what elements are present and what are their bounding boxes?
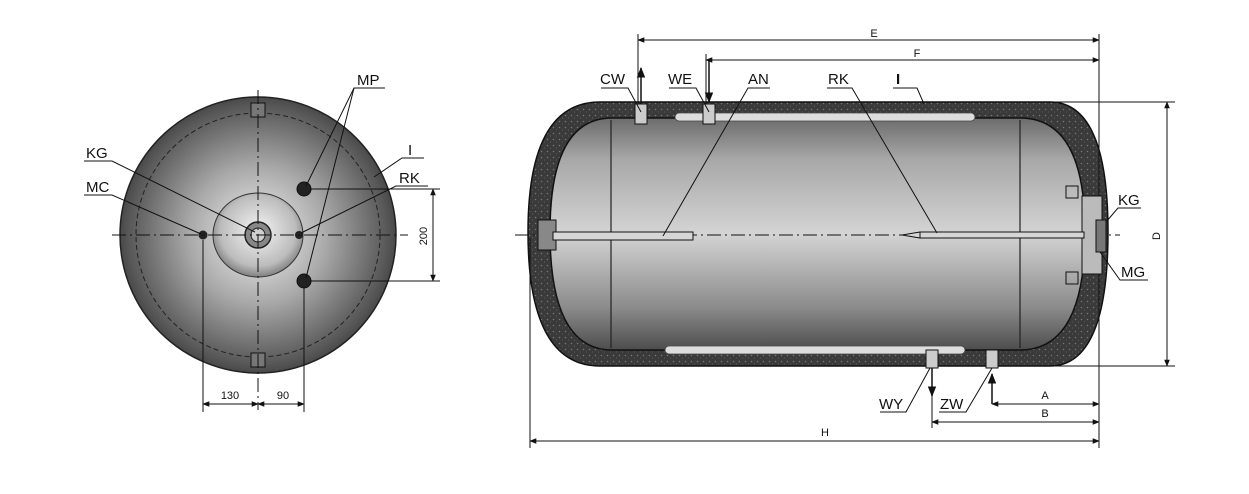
- side-view: E F D A B H CW WE AN RK I KG MG WY: [515, 28, 1175, 448]
- dim-90-label: 90: [277, 390, 289, 402]
- zw-connection: [985, 349, 999, 369]
- label-we: WE: [668, 71, 692, 88]
- cw-connection: [634, 103, 648, 125]
- kg-fitting: [1095, 219, 1107, 253]
- label-cw: CW: [600, 71, 626, 88]
- inner-tank: [549, 117, 1086, 351]
- label-zw: ZW: [940, 396, 964, 413]
- mc-leader: [84, 194, 202, 235]
- label-rk-side: RK: [828, 71, 849, 88]
- label-mp: MP: [357, 72, 380, 89]
- wy-connection: [925, 349, 939, 369]
- mp-port-lower: [296, 273, 312, 289]
- label-i-side: I: [896, 71, 900, 88]
- dim-b-label: B: [1041, 408, 1048, 420]
- label-mg: MG: [1121, 264, 1145, 281]
- label-wy: WY: [879, 396, 903, 413]
- label-kg-side: KG: [1118, 192, 1140, 209]
- mp-port-upper: [296, 181, 312, 197]
- label-kg: KG: [86, 145, 108, 162]
- kg-leader: [84, 160, 256, 233]
- label-rk: RK: [399, 170, 420, 187]
- dim-e-label: E: [870, 28, 877, 40]
- we-connection: [702, 103, 716, 125]
- dim-130-label: 130: [221, 390, 239, 402]
- rk-sensor-sleeve: [919, 231, 1085, 239]
- mp-leader-2: [305, 87, 355, 279]
- front-view: 130 90 200 KG MC MP I RK: [84, 72, 440, 412]
- dim-h-label: H: [821, 427, 829, 439]
- label-i: I: [408, 142, 412, 159]
- i-leader: [373, 157, 424, 178]
- dim-a-label: A: [1041, 390, 1049, 402]
- label-mc: MC: [86, 179, 109, 196]
- label-an: AN: [748, 71, 769, 88]
- dim-200-label: 200: [418, 227, 430, 245]
- rk-leader: [300, 185, 428, 234]
- dim-d-label: D: [1151, 232, 1163, 240]
- dim-f-label: F: [914, 48, 921, 60]
- anode-rod: [552, 231, 694, 241]
